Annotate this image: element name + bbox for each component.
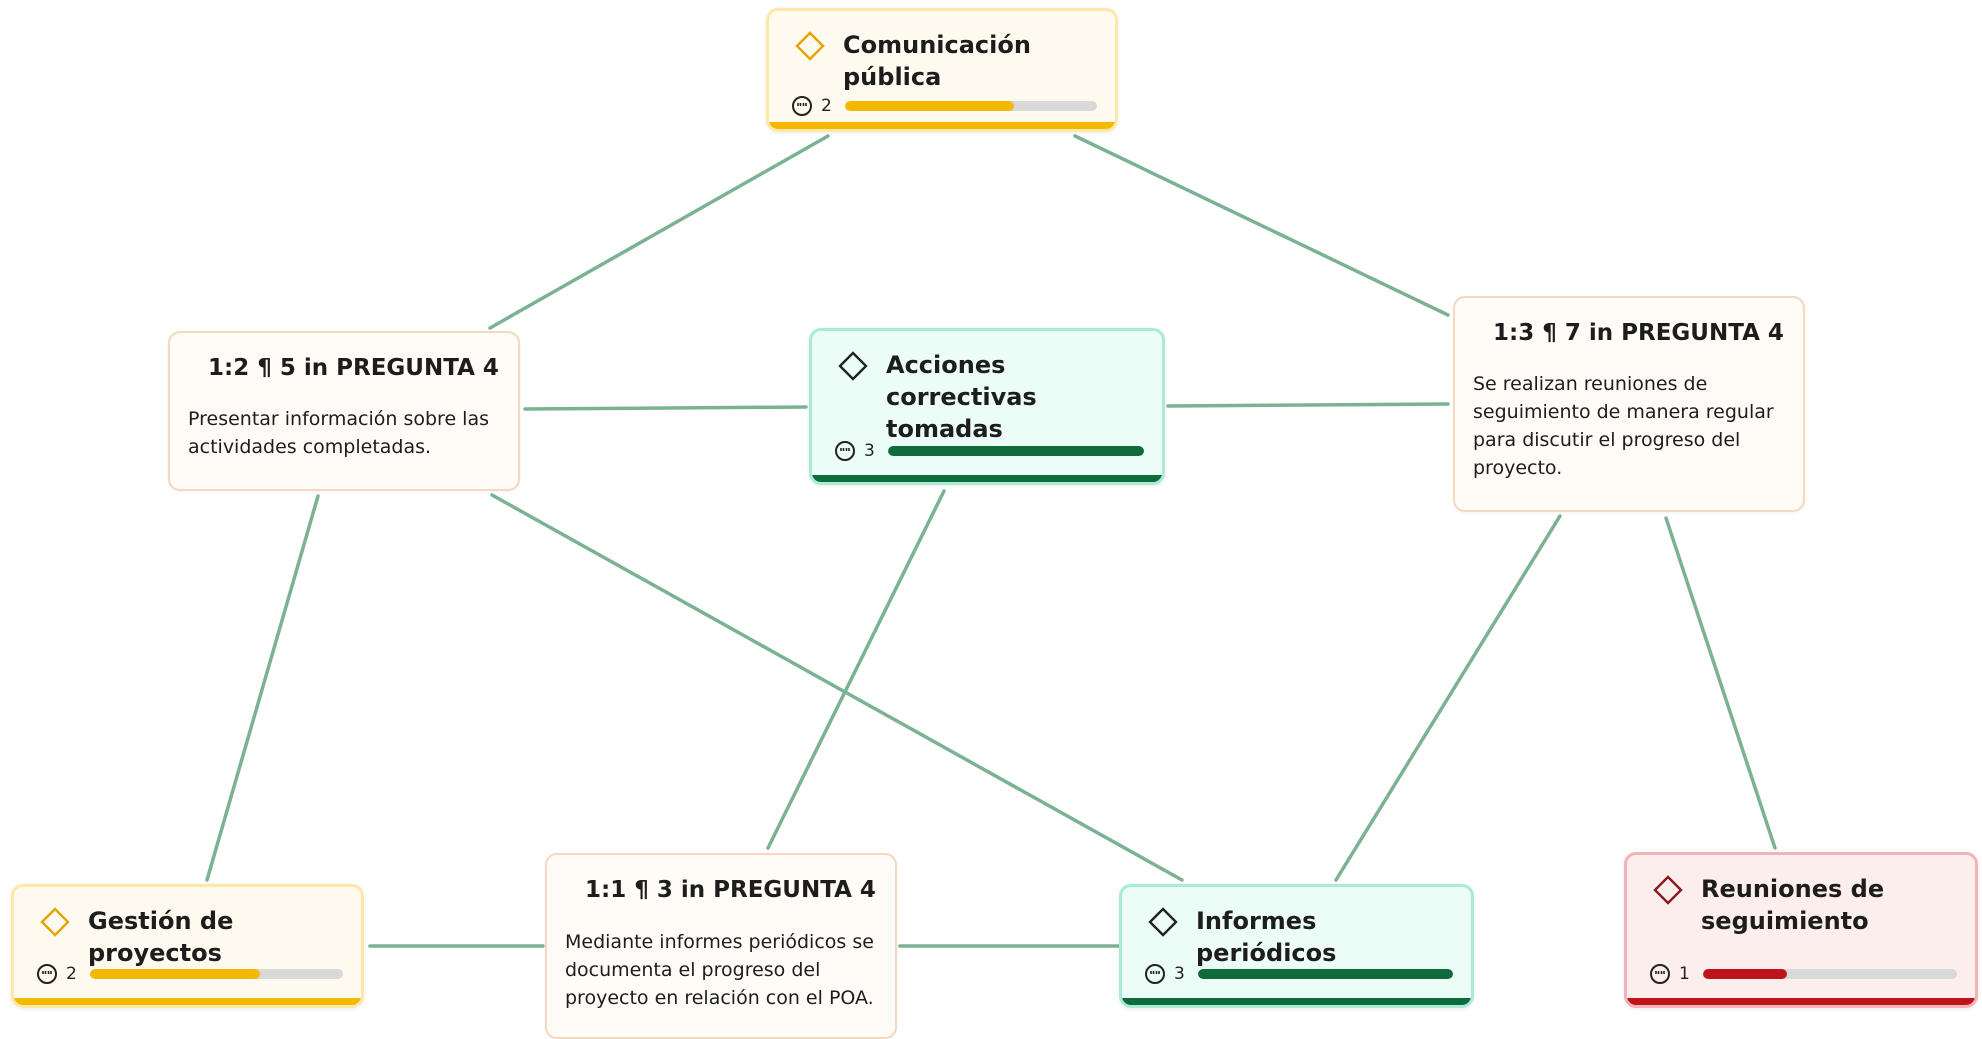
- groundedness-bar-fill: [90, 969, 260, 979]
- diamond-icon: [1148, 907, 1178, 937]
- groundedness-bar: [888, 446, 1144, 456]
- code-node-reuniones-de-seguimiento[interactable]: Reuniones de seguimiento 1: [1624, 852, 1978, 1008]
- quotation-icon: [1650, 964, 1670, 984]
- code-color-strip: [14, 998, 361, 1005]
- quotation-icon: [37, 964, 57, 984]
- code-meta-row: 2: [36, 963, 343, 985]
- quotation-title: 1:2 ¶ 5 in PREGUNTA 4: [208, 355, 499, 381]
- code-meta-row: 1: [1649, 963, 1957, 985]
- groundedness-bar-fill: [845, 101, 1014, 111]
- code-node-acciones-correctivas[interactable]: Acciones correctivas tomadas 3: [809, 328, 1165, 485]
- code-title-row: Comunicación pública: [795, 29, 1095, 93]
- quotation-count: 2: [821, 96, 832, 116]
- code-node-comunicacion-publica[interactable]: Comunicación pública 2: [766, 8, 1118, 132]
- quotation-node-1-3[interactable]: 1:3 ¶ 7 in PREGUNTA 4 Se realizan reunio…: [1453, 296, 1805, 512]
- link-q12-acciones: [523, 405, 808, 411]
- link-q12-gestion: [205, 494, 320, 882]
- groundedness-bar-fill: [888, 446, 1144, 456]
- quotation-icon: [835, 441, 855, 461]
- link-comunicacion-q13: [1073, 134, 1450, 317]
- code-meta-row: 3: [834, 440, 1144, 462]
- quotation-title: 1:3 ¶ 7 in PREGUNTA 4: [1493, 320, 1784, 346]
- quotation-text: Se realizan reuniones de seguimiento de …: [1473, 373, 1774, 479]
- quotation-count: 3: [1174, 964, 1185, 984]
- quotation-count: 2: [66, 964, 77, 984]
- groundedness-bar: [90, 969, 343, 979]
- link-comunicacion-q12: [488, 134, 830, 330]
- diamond-icon: [1653, 875, 1683, 905]
- quotation-icon: [1145, 964, 1165, 984]
- code-title-row: Reuniones de seguimiento: [1653, 873, 1955, 937]
- link-q13-reuniones: [1664, 516, 1777, 850]
- groundedness-bar-fill: [1198, 969, 1453, 979]
- code-title: Comunicación pública: [843, 31, 1031, 91]
- quotation-count: 1: [1679, 964, 1690, 984]
- quotation-title: 1:1 ¶ 3 in PREGUNTA 4: [585, 877, 876, 903]
- link-q12-informes: [490, 493, 1184, 882]
- code-color-strip: [812, 475, 1162, 482]
- code-meta-row: 3: [1144, 963, 1453, 985]
- link-acciones-q11: [766, 489, 946, 850]
- code-title-row: Informes periódicos: [1148, 905, 1451, 969]
- quotation-node-1-2[interactable]: 1:2 ¶ 5 in PREGUNTA 4 Presentar informac…: [168, 331, 520, 491]
- diamond-icon: [795, 31, 825, 61]
- code-title: Informes periódicos: [1196, 907, 1337, 967]
- code-color-strip: [1122, 998, 1471, 1005]
- code-title-row: Acciones correctivas tomadas: [838, 349, 1142, 445]
- groundedness-bar: [1198, 969, 1453, 979]
- quotation-icon: [792, 96, 812, 116]
- groundedness-bar: [845, 101, 1097, 111]
- code-title: Reuniones de seguimiento: [1701, 875, 1885, 935]
- quotation-text: Mediante informes periódicos se document…: [565, 931, 874, 1009]
- link-q13-informes: [1334, 514, 1562, 882]
- link-acciones-q13: [1166, 402, 1450, 408]
- quotation-node-1-1[interactable]: 1:1 ¶ 3 in PREGUNTA 4 Mediante informes …: [545, 853, 897, 1039]
- code-node-informes-periodicos[interactable]: Informes periódicos 3: [1119, 884, 1474, 1008]
- groundedness-bar-fill: [1703, 969, 1787, 979]
- diamond-icon: [838, 351, 868, 381]
- quotation-count: 3: [864, 441, 875, 461]
- diamond-icon: [40, 907, 70, 937]
- code-title: Acciones correctivas tomadas: [886, 351, 1037, 443]
- code-meta-row: 2: [791, 95, 1097, 117]
- code-title-row: Gestión de proyectos: [40, 905, 341, 969]
- code-color-strip: [769, 122, 1115, 129]
- groundedness-bar: [1703, 969, 1957, 979]
- code-title: Gestión de proyectos: [88, 907, 234, 967]
- quotation-text: Presentar información sobre las activida…: [188, 408, 490, 458]
- code-node-gestion-de-proyectos[interactable]: Gestión de proyectos 2: [11, 884, 364, 1008]
- code-color-strip: [1627, 998, 1975, 1005]
